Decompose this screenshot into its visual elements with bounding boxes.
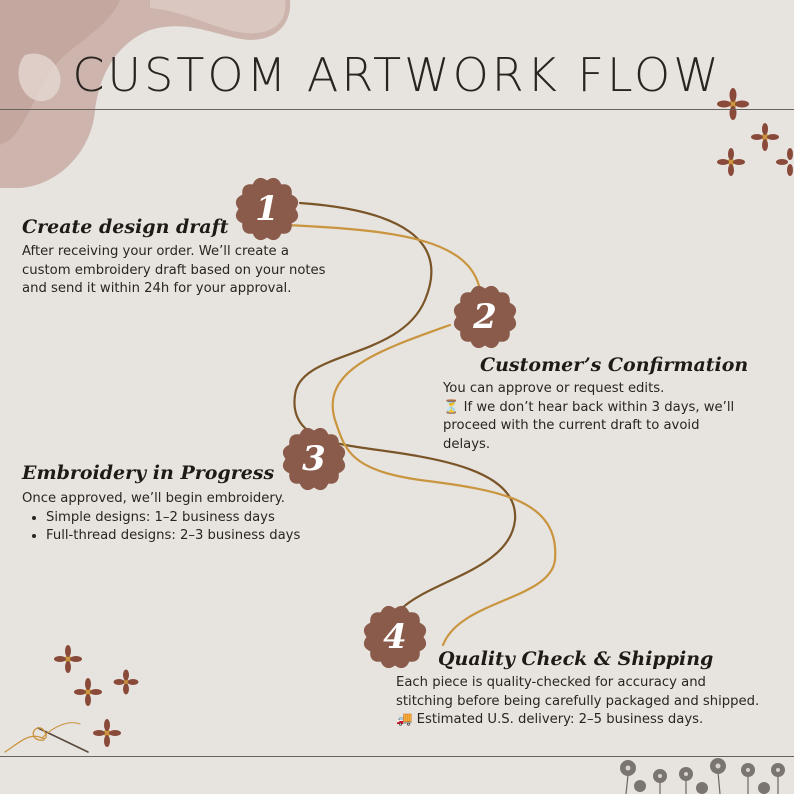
description-line: and send it within 24h for your approval… xyxy=(22,281,292,296)
thread-gold xyxy=(283,223,557,647)
description-line: Each piece is quality-checked for accura… xyxy=(396,675,706,690)
step-3-description: Once approved, we’ll begin embroidery. S… xyxy=(22,490,300,546)
step-badge-2: 2 xyxy=(452,284,518,350)
step-3-bullet-list: Simple designs: 1–2 business days Full-t… xyxy=(22,509,300,546)
description-line: Once approved, we’ll begin embroidery. xyxy=(22,491,285,506)
step-1-heading: Create design draft xyxy=(22,216,229,238)
list-item: Simple designs: 1–2 business days xyxy=(46,509,300,528)
step-badge-4: 4 xyxy=(362,604,428,670)
description-line: You can approve or request edits. xyxy=(443,381,665,396)
flower-icon xyxy=(54,645,139,747)
step-2-description: You can approve or request edits. ⏳ If w… xyxy=(443,380,734,454)
description-line: 🚚 Estimated U.S. delivery: 2–5 business … xyxy=(396,712,704,727)
step-number: 3 xyxy=(302,439,326,479)
description-line: After receiving your order. We’ll create… xyxy=(22,244,289,259)
step-number: 1 xyxy=(255,189,279,229)
description-line: ⏳ If we don’t hear back within 3 days, w… xyxy=(443,399,735,415)
flower-icon xyxy=(717,88,793,176)
step-badge-1: 1 xyxy=(234,176,300,242)
page-title: CUSTOM ARTWORK FLOW xyxy=(72,48,722,102)
description-line: custom embroidery draft based on your no… xyxy=(22,262,326,278)
step-4-description: Each piece is quality-checked for accura… xyxy=(396,674,759,730)
description-line: delays. xyxy=(443,436,491,452)
list-item: Full-thread designs: 2–3 business days xyxy=(46,527,300,546)
step-number: 4 xyxy=(383,617,407,657)
step-number: 2 xyxy=(473,297,497,337)
step-badge-3: 3 xyxy=(281,426,347,492)
bottom-divider xyxy=(0,756,794,757)
needle-thread-icon xyxy=(4,722,89,753)
description-line: stitching before being carefully package… xyxy=(396,693,760,709)
step-1-description: After receiving your order. We’ll create… xyxy=(22,243,326,299)
step-4-heading: Quality Check & Shipping xyxy=(438,648,714,670)
watercolor-shape xyxy=(0,0,291,188)
step-2-heading: Customer’s Confirmation xyxy=(480,354,749,376)
step-3-heading: Embroidery in Progress xyxy=(22,462,275,484)
flower-icon xyxy=(620,758,785,794)
description-line: proceed with the current draft to avoid xyxy=(443,418,700,433)
title-divider xyxy=(0,109,794,110)
